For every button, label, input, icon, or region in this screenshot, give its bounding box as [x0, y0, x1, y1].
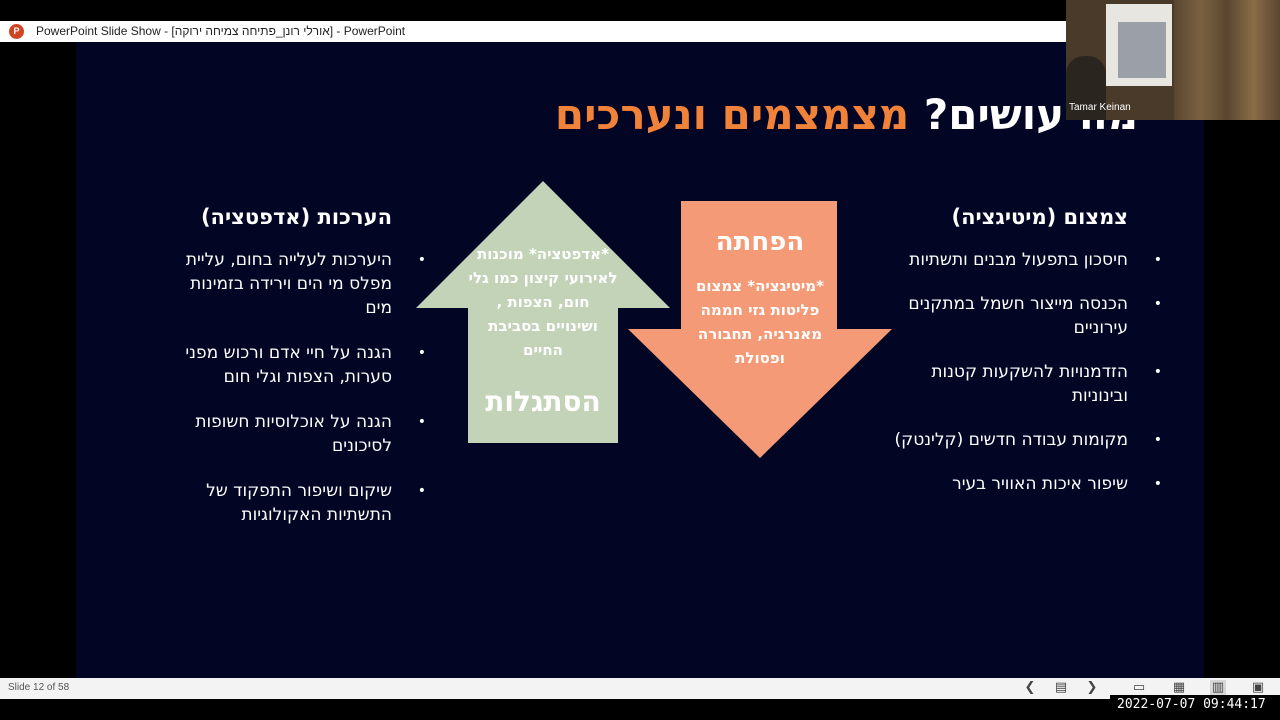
list-item: •שיקום ושיפור התפקוד של התשתיות האקולוגי… — [206, 481, 426, 525]
bullet-icon: • — [1153, 476, 1162, 492]
next-icon[interactable]: ❯ — [1086, 680, 1098, 695]
mitigation-arrow-text: *מיטיגציה* צמצום פליטות גזי חממה מאנרגיה… — [695, 277, 825, 367]
adaptation-arrow-text: *אדפטציה* מוכנות לאירועי קיצון כמו גלי ח… — [468, 245, 618, 359]
list-item: •הגנה על אוכלוסיות חשופות לסיכונים — [195, 412, 426, 456]
slide-title-answer: מצמצמים ונערכים — [554, 90, 910, 139]
previous-icon[interactable]: ❮ — [1024, 680, 1036, 695]
slide-indicator: Slide 12 of 58 — [8, 682, 70, 693]
notes-icon[interactable]: ▤ — [1054, 680, 1068, 695]
adaptation-up-arrow-icon — [416, 181, 670, 443]
list-item: •חיסכון בתפעול מבנים ותשתיות — [909, 250, 1162, 270]
bullet-icon: • — [417, 252, 426, 268]
slide-canvas[interactable]: מה עושים? מצמצמים ונערכים צמצום (מיטיגצי… — [76, 42, 1204, 678]
list-item: •הכנסה מייצור חשמל במתקנים עירוניים — [908, 294, 1162, 338]
powerpoint-icon: P — [9, 24, 24, 39]
adaptation-list: •היערכות לעלייה בחום, עליית מפלס מי הים … — [164, 248, 426, 527]
list-item: •הזדמנויות להשקעות קטנות ובינוניות — [931, 362, 1162, 406]
mitigation-arrow-shape — [628, 201, 892, 458]
mitigation-list: •חיסכון בתפעול מבנים ותשתיות •הכנסה מייצ… — [878, 248, 1162, 496]
video-person — [1066, 56, 1106, 120]
mitigation-down-arrow-icon — [628, 201, 892, 458]
bullet-icon: • — [1153, 364, 1162, 380]
adaptation-heading: הערכות (אדפטציה) — [200, 205, 392, 229]
adaptation-column: הערכות (אדפטציה) •היערכות לעלייה בחום, ע… — [164, 204, 426, 548]
slideshow-icon[interactable]: ▣ — [1251, 680, 1265, 695]
bullet-icon: • — [417, 414, 426, 430]
bullet-icon: • — [417, 345, 426, 361]
normal-view-icon[interactable]: ▭ — [1132, 680, 1146, 695]
list-item: •מקומות עבודה חדשים (קלינטק) — [894, 430, 1162, 450]
participant-video[interactable]: Tamar Keinan — [1066, 0, 1280, 120]
slide-title: מה עושים? מצמצמים ונערכים — [555, 92, 1138, 138]
window-title-bar: P PowerPoint Slide Show - [אורלי רונן_פת… — [0, 21, 1280, 42]
recording-timestamp: 2022-07-07 09:44:17 — [1110, 695, 1280, 720]
mitigation-heading: צמצום (מיטיגציה) — [951, 205, 1128, 229]
reading-view-icon[interactable]: ▥ — [1210, 680, 1226, 696]
video-wall — [1174, 0, 1280, 120]
bullet-icon: • — [1153, 432, 1162, 448]
slide-sorter-icon[interactable]: ▦ — [1172, 680, 1186, 695]
slideshow-status-bar: Slide 12 of 58 ❮ ▤ ❯ ▭ ▦ ▥ ▣ — [0, 678, 1280, 699]
window-title: PowerPoint Slide Show - [אורלי רונן_פתיח… — [36, 24, 406, 38]
bullet-icon: • — [1153, 296, 1162, 312]
adaptation-arrow-label: הסתגלות — [485, 385, 601, 418]
adaptation-arrow-shape — [416, 181, 670, 443]
mitigation-arrow-label: הפחתה — [715, 227, 805, 257]
participant-name: Tamar Keinan — [1069, 102, 1131, 113]
bullet-icon: • — [417, 483, 426, 499]
bullet-icon: • — [1153, 252, 1162, 268]
list-item: •הגנה על חיי אדם ורכוש מפני סערות, הצפות… — [185, 343, 426, 387]
mitigation-column: צמצום (מיטיגציה) •חיסכון בתפעול מבנים ות… — [878, 204, 1162, 516]
list-item: •שיפור איכות האוויר בעיר — [952, 474, 1162, 494]
list-item: •היערכות לעלייה בחום, עליית מפלס מי הים … — [185, 250, 426, 318]
video-projection-screen — [1118, 22, 1166, 78]
